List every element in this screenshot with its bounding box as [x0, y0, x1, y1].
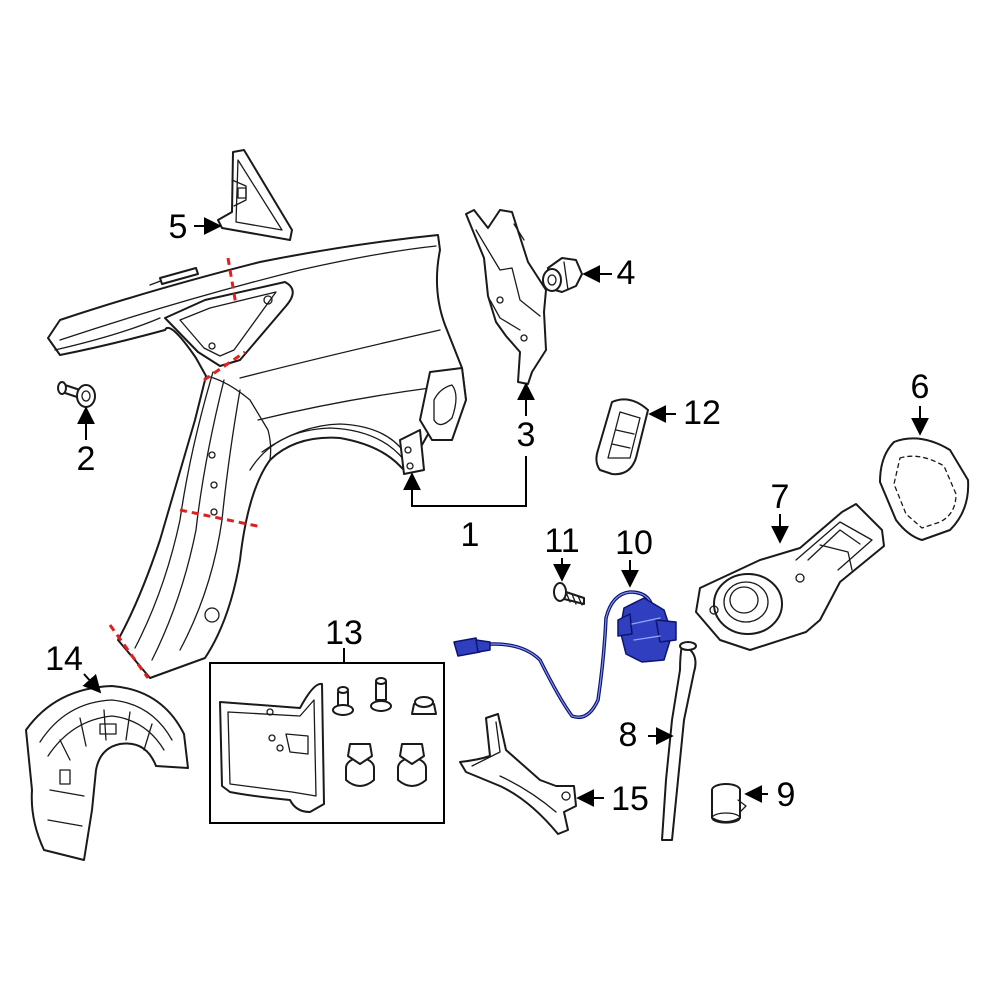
part-2-bolt[interactable] — [57, 381, 96, 408]
callout-13: 13 — [325, 614, 363, 652]
callout-9: 9 — [777, 776, 796, 814]
callout-14: 14 — [45, 640, 83, 678]
callout-numbers: 5 4 3 1 2 12 6 7 11 10 13 14 8 9 15 — [45, 208, 929, 818]
part-4-nut[interactable] — [542, 257, 583, 293]
part-3-reinforcement[interactable] — [465, 209, 547, 385]
callout-10: 10 — [615, 524, 653, 562]
part-11-screw[interactable] — [553, 582, 585, 606]
part-5-bracket[interactable] — [217, 149, 293, 241]
part-14-liner[interactable] — [25, 685, 189, 861]
quarter-panel[interactable] — [47, 234, 467, 679]
leader-lines — [77, 217, 929, 807]
part-6-fuel-door[interactable] — [879, 437, 970, 541]
part-13-mudflap-kit[interactable] — [209, 662, 445, 824]
callout-1: 1 — [461, 516, 480, 554]
callout-15: 15 — [611, 780, 649, 818]
cut-lines — [108, 257, 263, 679]
part-9-clamp[interactable] — [711, 783, 747, 824]
part-8-hose[interactable] — [661, 641, 697, 841]
part-15-bracket[interactable] — [459, 713, 577, 835]
callout-7: 7 — [771, 478, 790, 516]
callout-4: 4 — [617, 254, 636, 292]
callout-5: 5 — [169, 208, 188, 246]
callout-2: 2 — [77, 440, 96, 478]
callout-3: 3 — [517, 416, 536, 454]
part-7-filler-housing[interactable] — [695, 503, 885, 651]
callout-11: 11 — [544, 522, 579, 560]
callout-12: 12 — [683, 394, 721, 432]
callout-6: 6 — [911, 368, 930, 406]
callout-8: 8 — [619, 716, 638, 754]
part-12-grommet[interactable] — [595, 398, 649, 476]
part-10-actuator[interactable] — [453, 590, 677, 719]
